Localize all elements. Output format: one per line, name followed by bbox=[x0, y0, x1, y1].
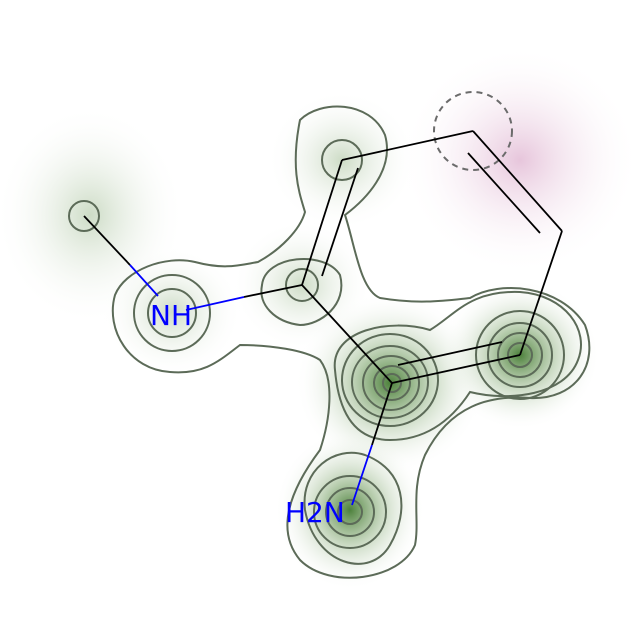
contour-ring-combined bbox=[333, 290, 582, 442]
bond-ringtop-ringright-1 bbox=[472, 130, 563, 232]
bond-ringcenter-amino bbox=[371, 382, 393, 446]
contour-ring-center-2 bbox=[351, 345, 429, 419]
bond-c-ctop-2 bbox=[321, 167, 359, 277]
bond-ringright-ringmid bbox=[519, 230, 563, 356]
contour-h bbox=[68, 200, 100, 232]
bond-n-c bbox=[243, 284, 303, 298]
contour-ring-mid-2 bbox=[487, 322, 553, 388]
contour-ring-center-4 bbox=[373, 365, 411, 401]
bond-ringcenter-central bbox=[301, 284, 393, 384]
atom-label-h2n: H2N bbox=[285, 496, 345, 529]
shade-negative bbox=[400, 45, 640, 275]
bonds bbox=[83, 130, 563, 506]
contour-nh-2 bbox=[147, 288, 197, 338]
contour-ring-center-1 bbox=[341, 333, 439, 427]
bond-ringtop-ringright-2 bbox=[467, 152, 541, 234]
contour-amino-1 bbox=[313, 475, 387, 549]
contour-amino-3 bbox=[337, 499, 363, 525]
contour-ring-mid-4 bbox=[507, 342, 533, 368]
contour-central-inner bbox=[285, 268, 319, 302]
shade-ring-center bbox=[295, 293, 485, 473]
contour-ring-center-3 bbox=[362, 355, 420, 411]
atom-labels: NH H2N bbox=[150, 299, 345, 529]
contour-ring-mid-3 bbox=[497, 332, 543, 378]
contour-ring-mid-1 bbox=[475, 310, 565, 400]
bond-ringmid-ringcenter-1 bbox=[391, 354, 521, 384]
bond-ringcenter-amino-blue bbox=[351, 444, 373, 506]
bond-h-n-blue bbox=[129, 264, 159, 297]
negative-contour-dashed bbox=[433, 91, 513, 171]
bond-ctop-ringtop bbox=[341, 130, 474, 161]
contour-central bbox=[260, 258, 343, 327]
contour-top bbox=[321, 139, 363, 181]
contour-lines bbox=[68, 105, 591, 579]
bond-ringmid-ringcenter-2 bbox=[397, 341, 503, 366]
contour-ring-center-5 bbox=[382, 373, 402, 393]
contour-amino-outer bbox=[303, 451, 403, 565]
contour-nh-1 bbox=[133, 274, 211, 352]
bond-c-ctop-1 bbox=[301, 159, 343, 286]
shade-nh bbox=[102, 247, 242, 377]
bond-h-n bbox=[83, 215, 131, 266]
contour-outer-envelope bbox=[111, 105, 591, 579]
bond-n-c-blue bbox=[185, 296, 245, 311]
contour-amino-2 bbox=[325, 487, 375, 537]
atom-label-nh: NH bbox=[150, 299, 192, 332]
